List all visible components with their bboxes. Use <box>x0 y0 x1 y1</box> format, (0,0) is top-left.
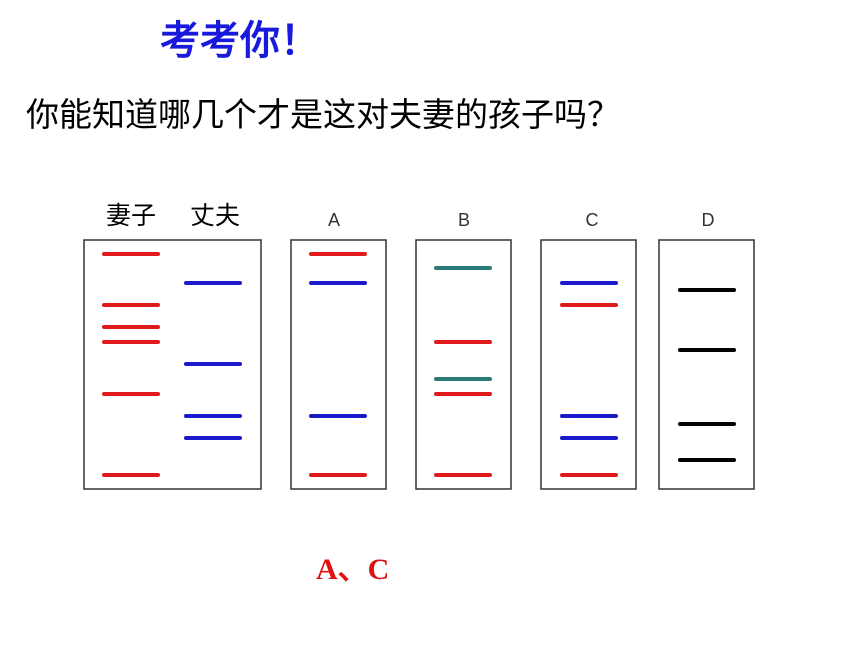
question-text: 你能知道哪几个才是这对夫妻的孩子吗？ <box>26 95 620 134</box>
parent-gel-box <box>83 239 262 490</box>
candidate-gel-d <box>658 239 755 490</box>
page-title: 考考你！ <box>160 17 320 64</box>
candidate-label-b: B <box>457 210 470 230</box>
husband-lane-label: 丈夫 <box>190 201 241 230</box>
candidate-gel-a <box>290 239 387 490</box>
answer-text: A、C <box>316 553 390 586</box>
candidate-label-a: A <box>327 210 340 230</box>
candidate-label-d: D <box>701 210 715 230</box>
wife-lane-label: 妻子 <box>106 201 157 230</box>
candidate-label-c: C <box>585 210 599 230</box>
candidate-gel-b <box>415 239 512 490</box>
candidate-gel-c <box>540 239 637 490</box>
